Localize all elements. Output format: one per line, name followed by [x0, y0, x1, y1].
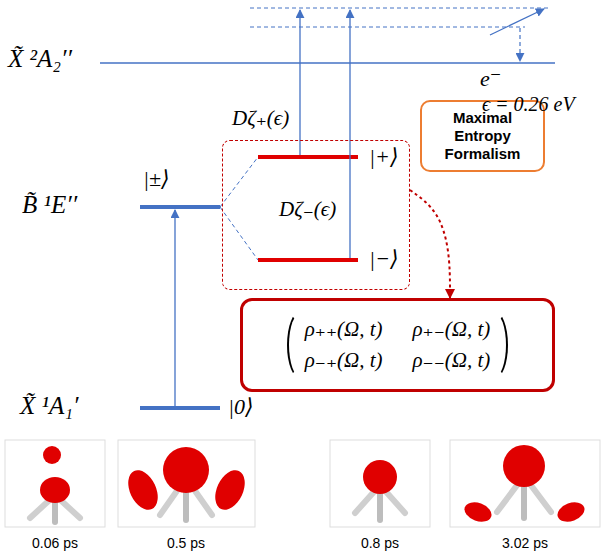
energy-arrow	[519, 28, 520, 61]
state-label: |0⟩	[228, 394, 254, 419]
state-group: |+⟩ Dζ₋(ϵ) |−⟩	[222, 140, 410, 290]
minus-level	[258, 258, 358, 262]
matrix-brackets: ρ₊₊(Ω, t) ρ₊₋(Ω, t) ρ₋₊(Ω, t) ρ₋₋(Ω, t)	[287, 311, 509, 379]
time-label: 3.02 ps	[502, 535, 548, 551]
density-frame	[118, 440, 255, 527]
state-label: |±⟩	[143, 166, 170, 191]
time-label: 0.06 ps	[32, 535, 78, 551]
box-text: Maximal Entropy Formalism	[430, 109, 535, 163]
state-term: X̃ ²A₂′′	[8, 45, 72, 74]
plus-level	[258, 155, 358, 159]
ion-level	[100, 62, 555, 63]
density-frame	[330, 440, 430, 527]
dipole-label: Dζ₋(ϵ)	[279, 197, 336, 221]
time-label: 0.8 ps	[361, 535, 399, 551]
state-label: |+⟩	[369, 144, 398, 169]
split-line	[220, 157, 258, 207]
ionization-arrow	[349, 10, 350, 258]
density-matrix-box: ρ₊₊(Ω, t) ρ₊₋(Ω, t) ρ₋₊(Ω, t) ρ₋₋(Ω, t)	[240, 298, 555, 392]
state-label: |−⟩	[369, 246, 398, 271]
density-frame	[5, 440, 105, 527]
matrix-element: ρ₊₋(Ω, t)	[413, 317, 491, 342]
excited-level	[140, 205, 220, 209]
electron-label: e⁻	[480, 66, 501, 91]
dipole-label: Dζ₊(ϵ)	[232, 106, 289, 130]
continuum-line	[250, 27, 525, 28]
energy-value: ϵ = 0.26 eV	[482, 93, 575, 116]
state-term: X̃ ¹A₁′	[20, 392, 78, 421]
ionization-arrow	[299, 10, 300, 155]
dashed-arrow	[410, 190, 450, 298]
matrix-element: ρ₊₊(Ω, t)	[305, 317, 383, 342]
ground-level	[140, 406, 220, 410]
excitation-arrow	[174, 210, 175, 406]
continuum-line	[250, 8, 548, 9]
split-line	[220, 207, 258, 260]
state-term: B̃ ¹E′′	[22, 191, 77, 220]
matrix-element: ρ₋₋(Ω, t)	[413, 348, 491, 373]
time-label: 0.5 ps	[167, 535, 205, 551]
density-frame	[450, 440, 600, 527]
matrix-element: ρ₋₊(Ω, t)	[305, 348, 383, 373]
electron-arrow	[490, 9, 544, 35]
